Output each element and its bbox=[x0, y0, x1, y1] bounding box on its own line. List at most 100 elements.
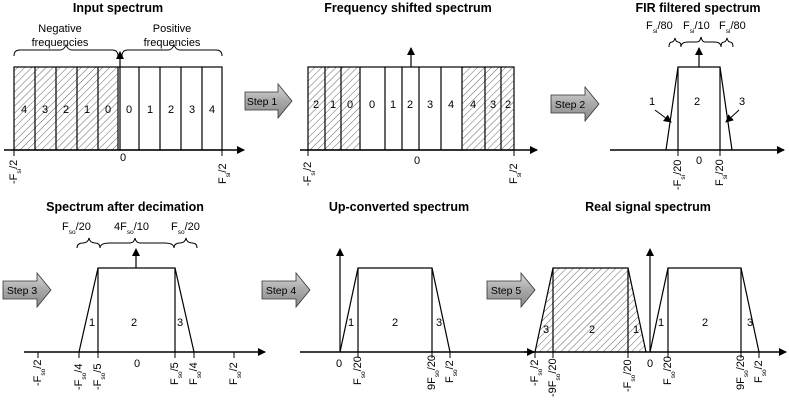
p4-x-label-0: -Fso/2 bbox=[32, 360, 47, 386]
title-after-decimation: Spectrum after decimation bbox=[46, 200, 204, 214]
p1-bin-dividers bbox=[34, 67, 203, 150]
p6-mirror-1: 1 bbox=[633, 324, 639, 336]
p4-brace-c bbox=[173, 237, 198, 249]
p5-x-zero: 0 bbox=[336, 358, 342, 370]
title-up-converted: Up-converted spectrum bbox=[329, 200, 469, 214]
p6-band-2: 2 bbox=[702, 317, 708, 329]
svg-text:-9Fso/20: -9Fso/20 bbox=[547, 358, 562, 397]
p3-x-right-label: Fsi/20 bbox=[714, 159, 729, 186]
svg-text:4: 4 bbox=[470, 99, 476, 111]
svg-text:4: 4 bbox=[209, 104, 215, 116]
p5-x-label-0: Fso/20 bbox=[352, 356, 367, 385]
svg-text:Fso/20: Fso/20 bbox=[352, 356, 367, 385]
panel-real-signal: 3 2 1 1 2 3 0 -Fso/2 -9Fso/20 -Fso/20 Fs… bbox=[524, 248, 787, 397]
neg-brace bbox=[13, 43, 119, 57]
p4-filter-shape bbox=[78, 267, 195, 353]
p4-x-label-4: Fso/4 bbox=[188, 362, 203, 385]
svg-text:Step 2: Step 2 bbox=[555, 99, 586, 111]
svg-text:Fsi/2: Fsi/2 bbox=[508, 163, 523, 184]
p3-pointer-1 bbox=[654, 109, 672, 123]
svg-text:-Fso/5: -Fso/5 bbox=[92, 364, 107, 390]
p2-bin-dividers bbox=[324, 67, 502, 150]
p4-x-label-3: Fso/5 bbox=[169, 362, 184, 385]
svg-text:-Fso/4: -Fso/4 bbox=[73, 364, 88, 390]
svg-text:-Fso/2: -Fso/2 bbox=[529, 360, 544, 386]
p3-filter-shape bbox=[665, 66, 733, 151]
p3-top-a: Fsi/80 bbox=[646, 20, 673, 35]
svg-text:3: 3 bbox=[42, 104, 48, 116]
title-real-signal: Real signal spectrum bbox=[585, 200, 711, 214]
svg-text:1: 1 bbox=[330, 99, 336, 111]
svg-text:-Fsi/2: -Fsi/2 bbox=[302, 162, 317, 186]
p4-band-1: 1 bbox=[89, 317, 95, 329]
p6-x-label-2: -Fso/20 bbox=[622, 359, 637, 392]
svg-text:9Fso/20: 9Fso/20 bbox=[735, 355, 750, 390]
p5-band-1: 1 bbox=[348, 317, 354, 329]
p3-brace-a bbox=[668, 37, 682, 48]
p3-x-zero: 0 bbox=[696, 155, 702, 167]
p4-brace-b bbox=[99, 237, 175, 249]
svg-text:4: 4 bbox=[21, 104, 27, 116]
p2-bin-labels: 2 1 0 0 1 2 3 4 4 3 2 bbox=[313, 99, 511, 111]
step-5-arrow: Step 5 bbox=[486, 271, 536, 309]
p4-top-c: Fso/20 bbox=[171, 221, 200, 236]
p5-band-3: 3 bbox=[436, 317, 442, 329]
p2-hatch-left bbox=[308, 67, 360, 150]
p5-filter-shape bbox=[339, 267, 451, 353]
p4-x-zero: 0 bbox=[134, 358, 140, 370]
svg-text:Fso/20: Fso/20 bbox=[662, 356, 677, 385]
svg-text:Step 5: Step 5 bbox=[491, 285, 522, 297]
p6-x-label-0: -Fso/2 bbox=[529, 360, 544, 386]
svg-text:Step 3: Step 3 bbox=[7, 285, 38, 297]
svg-text:0: 0 bbox=[369, 99, 375, 111]
p6-x-label-1: -9Fso/20 bbox=[547, 358, 562, 397]
svg-text:-Fso/2: -Fso/2 bbox=[32, 360, 47, 386]
step-4-arrow: Step 4 bbox=[261, 271, 311, 309]
p5-band-2: 2 bbox=[392, 317, 398, 329]
svg-text:9Fso/20: 9Fso/20 bbox=[426, 355, 441, 390]
p6-mirror-shape bbox=[534, 267, 647, 353]
p6-mirror-2: 2 bbox=[589, 324, 595, 336]
p6-mirror-hatch bbox=[535, 268, 646, 352]
p5-x-label-1: 9Fso/20 bbox=[426, 355, 441, 390]
p5-x-label-2: Fso/2 bbox=[444, 360, 459, 383]
p6-filter-shape bbox=[649, 267, 760, 353]
title-input-spectrum: Input spectrum bbox=[73, 1, 163, 15]
svg-text:2: 2 bbox=[63, 104, 69, 116]
p6-x-label-5: Fso/2 bbox=[753, 360, 768, 383]
svg-text:-Fsi/2: -Fsi/2 bbox=[8, 160, 23, 184]
svg-text:-Fsi/20: -Fsi/20 bbox=[672, 160, 687, 190]
svg-text:0: 0 bbox=[126, 104, 132, 116]
p4-top-b: 4Fso/10 bbox=[114, 221, 149, 236]
p4-brace-a bbox=[76, 237, 101, 249]
panel-fir-filtered: Fsi/80 Fsi/10 Fsi/80 2 1 3 0 -Fsi/20 Fsi… bbox=[610, 20, 785, 190]
p2-hatch-right bbox=[462, 67, 514, 150]
svg-text:1: 1 bbox=[147, 104, 153, 116]
p4-x-label-5: Fso/2 bbox=[228, 362, 243, 385]
svg-text:0: 0 bbox=[105, 104, 111, 116]
svg-text:4: 4 bbox=[448, 99, 454, 111]
p6-x-zero: 0 bbox=[647, 358, 653, 370]
p4-x-label-1: -Fso/4 bbox=[73, 364, 88, 390]
p3-top-b: Fsi/10 bbox=[683, 20, 710, 35]
svg-text:1: 1 bbox=[390, 99, 396, 111]
title-frequency-shifted: Frequency shifted spectrum bbox=[324, 1, 491, 15]
pos-brace bbox=[121, 43, 223, 57]
step-2-arrow: Step 2 bbox=[550, 85, 600, 123]
pos-label-2: frequencies bbox=[144, 37, 201, 49]
svg-text:Fso/2: Fso/2 bbox=[444, 360, 459, 383]
panel-up-converted: 1 2 3 0 Fso/20 9Fso/20 Fso/2 bbox=[300, 248, 535, 390]
svg-text:2: 2 bbox=[313, 99, 319, 111]
p3-band-3: 3 bbox=[739, 96, 745, 108]
svg-text:2: 2 bbox=[407, 99, 413, 111]
svg-text:2: 2 bbox=[505, 99, 511, 111]
svg-text:Step 1: Step 1 bbox=[247, 96, 278, 108]
svg-text:Fso/2: Fso/2 bbox=[228, 362, 243, 385]
step-3-arrow: Step 3 bbox=[2, 271, 52, 309]
svg-text:Fsi/2: Fsi/2 bbox=[217, 163, 232, 184]
svg-text:Fso/5: Fso/5 bbox=[169, 362, 184, 385]
p3-brace-c bbox=[720, 37, 734, 48]
svg-text:Step 4: Step 4 bbox=[266, 285, 297, 297]
svg-text:Fso/4: Fso/4 bbox=[188, 362, 203, 385]
